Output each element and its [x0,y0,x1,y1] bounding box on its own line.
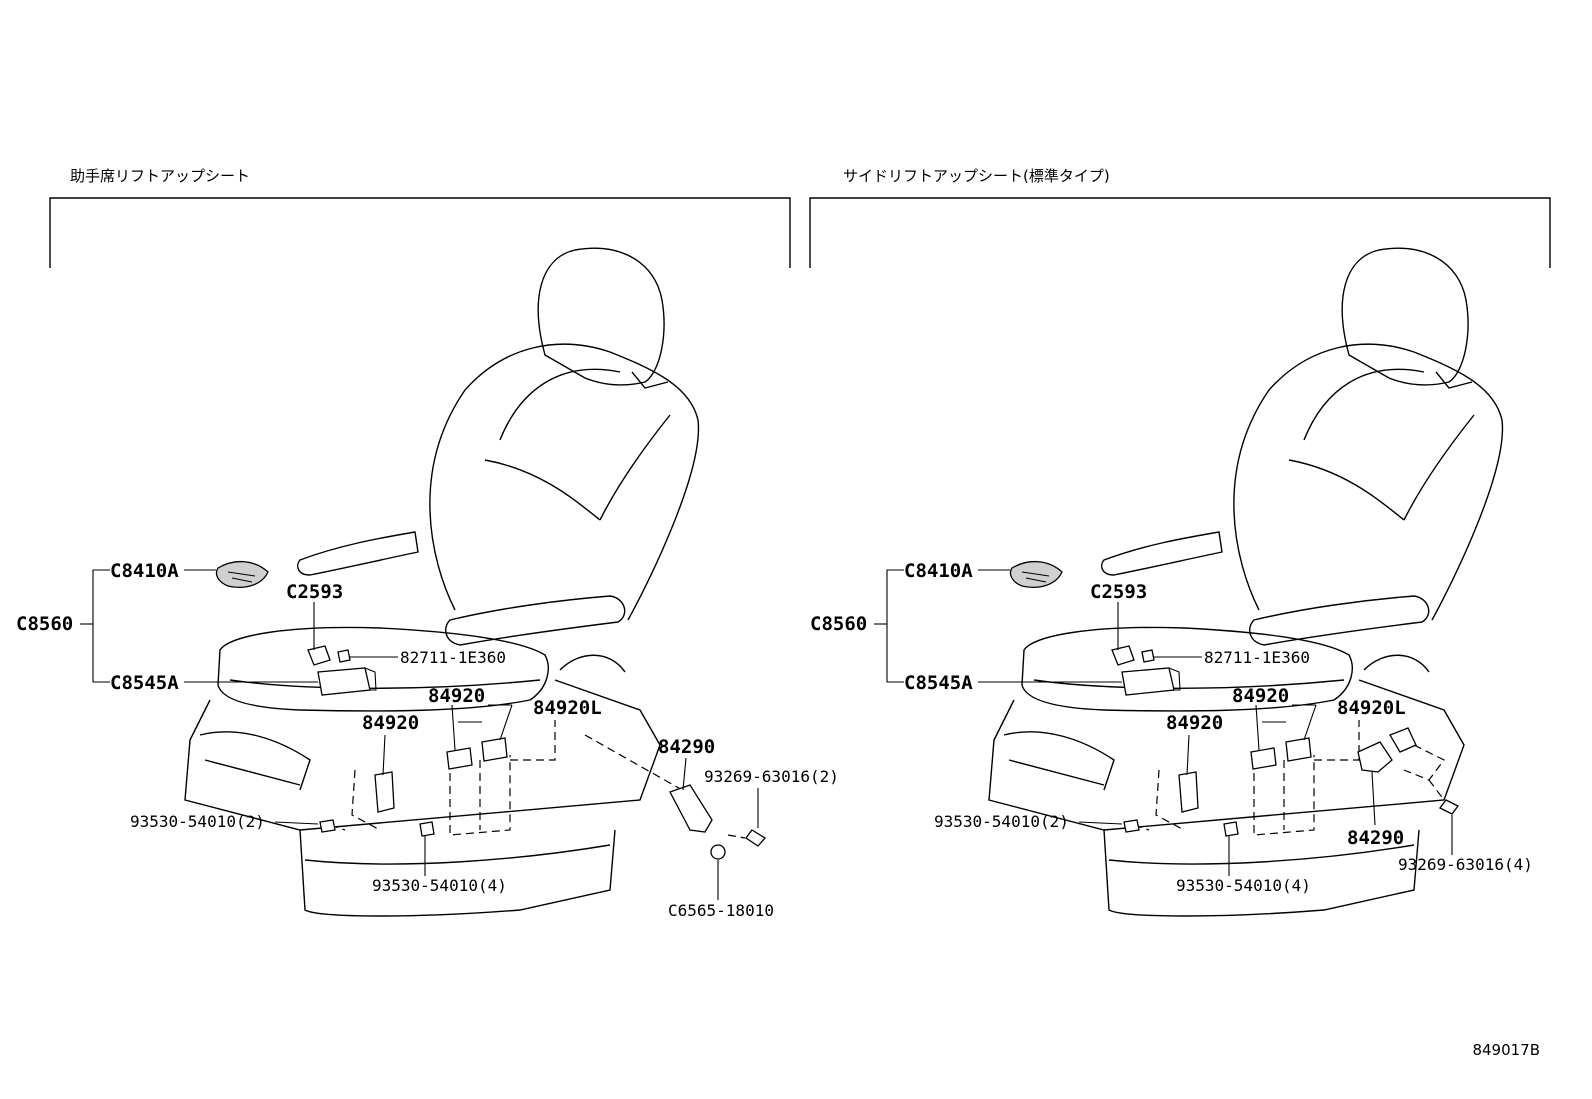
label-84920-lower-r: 84920 [1166,712,1223,734]
panel-left-bracket [49,197,791,268]
label-93530-4-r: 93530-54010(4) [1176,876,1311,895]
label-c8560-r: C8560 [810,613,867,635]
label-c8410a-r: C8410A [904,560,973,582]
label-84920l: 84920L [533,697,602,719]
screw-icon-r2 [1223,821,1239,837]
connector-icon-r [1111,645,1135,666]
bracket-icon [374,771,395,813]
clip-icon-r [1250,747,1277,770]
seat-drawing-right [988,247,1504,917]
label-93269: 93269-63016(2) [704,767,839,786]
leaders-right [874,569,1453,876]
label-93530-4: 93530-54010(4) [372,876,507,895]
label-c8545a: C8545A [110,672,179,694]
label-c2593-r: C2593 [1090,581,1147,603]
label-84920l-r: 84920L [1337,697,1406,719]
leaders-left [80,569,759,900]
panel-right-title: サイドリフトアップシート(標準タイプ) [843,167,1110,185]
label-c2593: C2593 [286,581,343,603]
panel-right: サイドリフトアップシート(標準タイプ) [809,167,1551,917]
label-c8560: C8560 [16,613,73,635]
label-84290-r: 84290 [1347,827,1404,849]
screw-icon [319,819,336,833]
screw-icon-2 [419,821,435,837]
clip-icon-r2 [1285,737,1312,762]
label-93269-r: 93269-63016(4) [1398,855,1533,874]
label-82711: 82711-1E360 [400,648,506,667]
clip-icon [446,747,473,770]
parts-left [215,561,766,860]
control-box-icon [317,667,371,696]
label-c8410a: C8410A [110,560,179,582]
connector-icon [307,645,331,666]
label-c8545a-r: C8545A [904,672,973,694]
panel-left: 助手席リフトアップシート [16,167,839,920]
bolt-icon [745,829,766,847]
bracket-icon-r [1178,771,1199,813]
clamp-icon [710,844,726,860]
sensor-bracket-icon [669,784,713,833]
panel-right-bracket [809,197,1551,268]
label-84290: 84290 [658,736,715,758]
sensor-bracket-icon-r [1357,741,1393,773]
label-84920-upper-r: 84920 [1232,685,1289,707]
panel-left-title: 助手席リフトアップシート [70,167,250,185]
label-c6565: C6565-18010 [668,901,774,920]
label-84920-lower: 84920 [362,712,419,734]
label-84920-upper: 84920 [428,685,485,707]
bolt-icon-r [1439,799,1459,815]
label-82711-r: 82711-1E360 [1204,648,1310,667]
control-box-icon-r [1121,667,1175,696]
label-93530-2-r: 93530-54010(2) [934,812,1069,831]
seat-drawing-left [184,247,746,917]
parts-right [1009,561,1459,837]
screw-icon-r [1123,819,1140,833]
figure-number: 849017B [1472,1041,1540,1059]
label-93530-2: 93530-54010(2) [130,812,265,831]
clip-icon-2 [481,737,508,762]
